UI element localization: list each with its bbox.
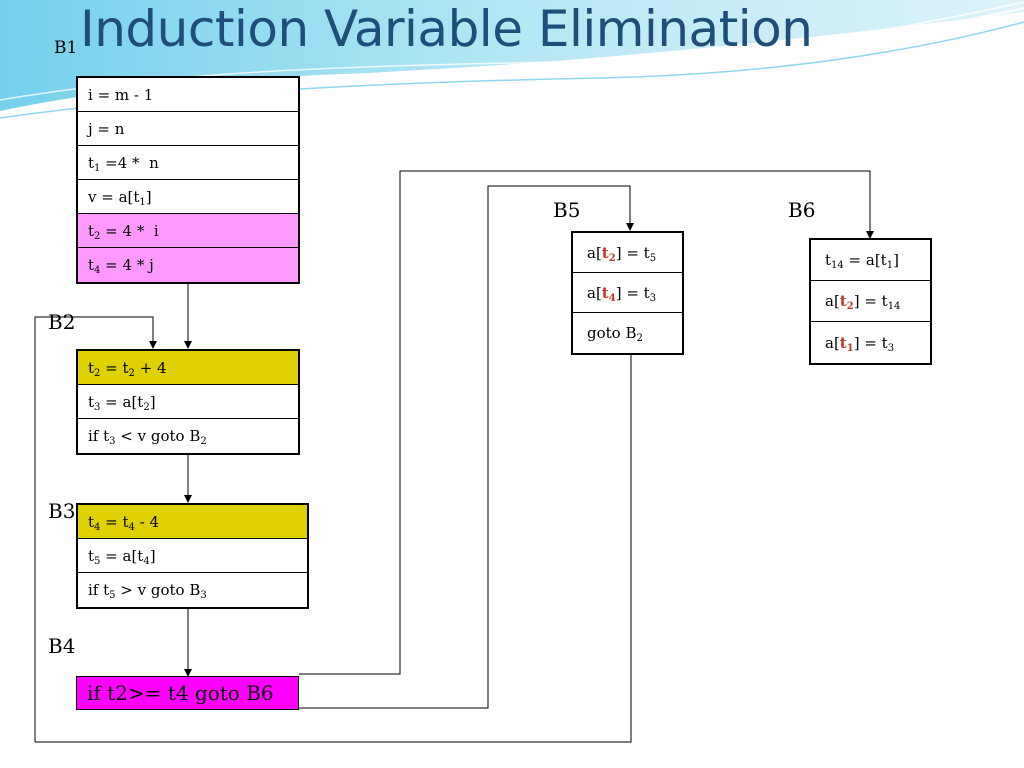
b1-row: i = m - 1 (78, 78, 298, 112)
block-b3: t4 = t4 - 4 t5 = a[t4] if t5 > v goto B3 (76, 503, 309, 609)
label-b4: B4 (48, 634, 76, 658)
block-b6: t14 = a[t1] a[t2] = t14 a[t1] = t3 (809, 238, 932, 365)
b1-row: t1 =4 * n (78, 146, 298, 180)
b6-row: t14 = a[t1] (811, 240, 930, 281)
block-b4: if t2>= t4 goto B6 (76, 676, 299, 710)
b1-row: j = n (78, 112, 298, 146)
block-b2: t2 = t2 + 4 t3 = a[t2] if t3 < v goto B2 (76, 349, 300, 455)
b5-row: goto B2 (587, 324, 643, 344)
label-b6: B6 (788, 198, 816, 222)
b6-row: a[t2] = t14 (811, 281, 930, 322)
b1-row-highlight: t4 = 4 * j (78, 248, 298, 282)
b5-row: a[t2] = t5 (573, 233, 682, 273)
b1-row: v = a[t1] (78, 180, 298, 214)
label-b3: B3 (48, 499, 76, 523)
b5-row: a[t4] = t3 (573, 273, 682, 313)
b2-row: if t3 < v goto B2 (88, 427, 207, 447)
b3-row: if t5 > v goto B3 (88, 581, 207, 601)
b6-row: a[t1] = t3 (825, 333, 895, 354)
block-b5: a[t2] = t5 a[t4] = t3 goto B2 (571, 231, 684, 355)
b3-row: t5 = a[t4] (78, 539, 307, 573)
label-b5: B5 (553, 198, 581, 222)
b2-row: t3 = a[t2] (78, 385, 298, 419)
label-b1: B1 (54, 38, 78, 58)
b3-row-highlight: t4 = t4 - 4 (78, 505, 307, 539)
b1-row-highlight: t2 = 4 * i (78, 214, 298, 248)
block-b1: i = m - 1 j = n t1 =4 * n v = a[t1] t2 =… (76, 76, 300, 284)
page-title: Induction Variable Elimination (80, 0, 813, 58)
b2-row-highlight: t2 = t2 + 4 (78, 351, 298, 385)
label-b2: B2 (48, 310, 76, 334)
